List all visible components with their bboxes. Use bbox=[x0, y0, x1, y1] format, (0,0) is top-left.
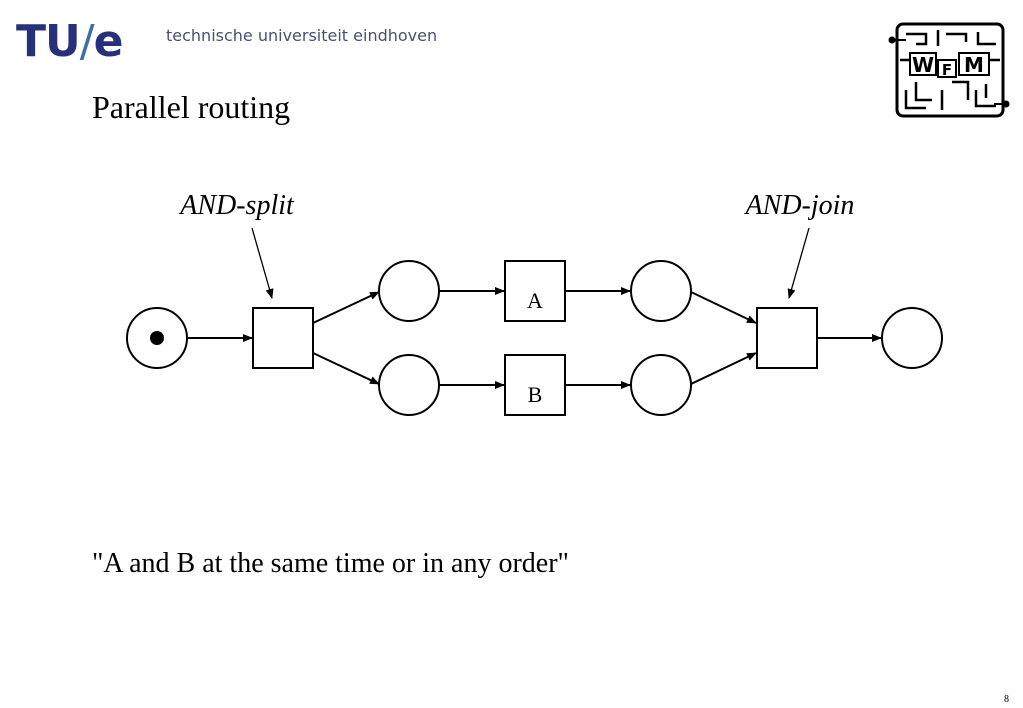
wfm-letter-f: F bbox=[942, 61, 952, 79]
place-a-in bbox=[378, 260, 440, 322]
arc-split-to-a-in bbox=[312, 291, 380, 324]
logo-subtitle: technische universiteit eindhoven bbox=[166, 26, 438, 45]
transition-a-label: A bbox=[527, 288, 543, 313]
transition-b-label: B bbox=[528, 382, 543, 407]
arc-split-to-b-in bbox=[312, 352, 380, 385]
logo-e-text: e bbox=[93, 16, 124, 67]
wfm-letter-w: W bbox=[912, 53, 934, 77]
arc-a-out-to-join bbox=[690, 291, 757, 324]
arc-b-out-to-join bbox=[690, 352, 757, 385]
token bbox=[150, 331, 164, 345]
tue-logo-mark: TU/e bbox=[16, 14, 124, 70]
pointer-and-join bbox=[787, 227, 810, 299]
logo-tu-text: TU bbox=[16, 16, 81, 67]
wfm-logo: W F M bbox=[888, 22, 1010, 118]
and-split-label: AND-split bbox=[178, 190, 295, 221]
transition-and-split bbox=[252, 307, 314, 369]
slide-quote: "A and B at the same time or in any orde… bbox=[92, 548, 569, 579]
slide-title: Parallel routing bbox=[92, 89, 291, 125]
pointer-and-split bbox=[251, 227, 274, 299]
wfm-letter-m: M bbox=[964, 53, 984, 77]
place-a-out bbox=[630, 260, 692, 322]
logo-slash-text: / bbox=[79, 16, 95, 67]
place-end bbox=[881, 307, 943, 369]
place-b-out bbox=[630, 354, 692, 416]
and-join-label: AND-join bbox=[744, 190, 855, 221]
page-number: 8 bbox=[1004, 694, 1009, 705]
transition-and-join bbox=[756, 307, 818, 369]
place-b-in bbox=[378, 354, 440, 416]
